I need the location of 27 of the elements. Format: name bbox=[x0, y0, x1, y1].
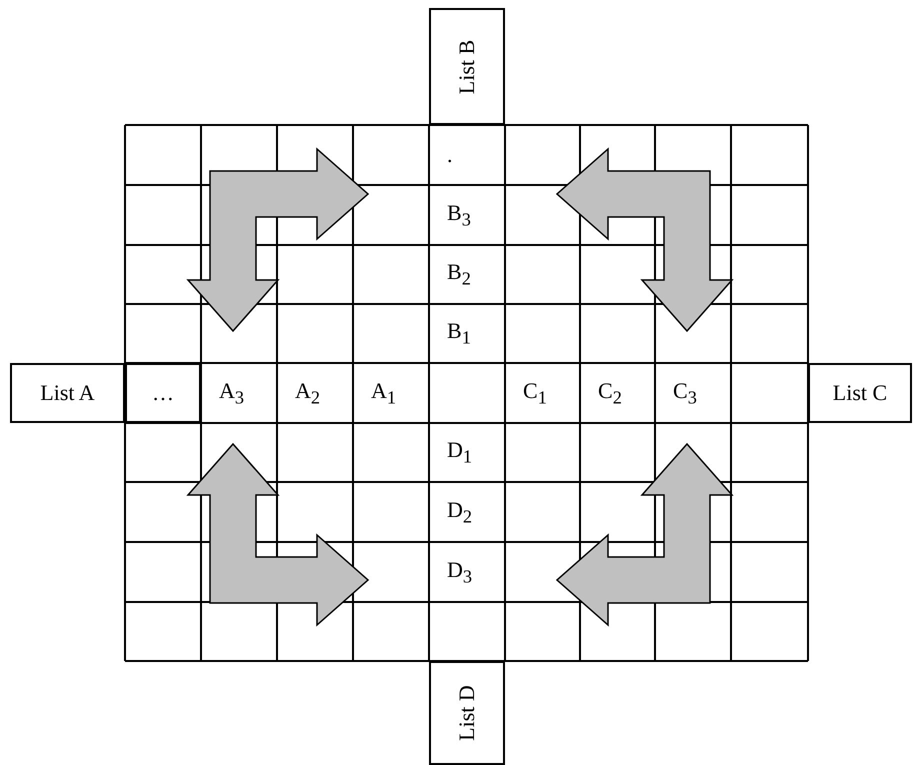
cell-text: List D bbox=[454, 685, 480, 741]
cell-text: List B bbox=[454, 39, 480, 94]
cell-text: B$_{1}$ bbox=[447, 318, 471, 349]
cell-text: … bbox=[152, 380, 174, 406]
bent-double-arrow bbox=[556, 442, 734, 627]
cell-text: B$_{3}$ bbox=[447, 200, 471, 230]
cell-text: A$_{1}$ bbox=[371, 378, 396, 408]
cell-text: List C bbox=[832, 380, 888, 406]
list-box bbox=[10, 363, 125, 423]
cell-text: D$_{1}$ bbox=[447, 437, 472, 468]
bent-double-arrow bbox=[186, 442, 370, 627]
cell-text: A$_{2}$ bbox=[295, 378, 320, 408]
cell-text: C$_{3}$ bbox=[673, 378, 697, 408]
cell-text: D$_{2}$ bbox=[447, 496, 472, 528]
cell-text: A$_{3}$ bbox=[219, 378, 244, 408]
list-box bbox=[429, 661, 505, 765]
list-box bbox=[125, 363, 201, 423]
bent-double-arrow bbox=[556, 147, 734, 332]
cell-text: List A bbox=[40, 380, 95, 406]
cell-text: D$_{3}$ bbox=[447, 556, 472, 588]
cell-text: . bbox=[447, 142, 452, 168]
cell-text: B$_{2}$ bbox=[447, 259, 471, 290]
bent-double-arrow bbox=[186, 147, 370, 332]
list-box bbox=[429, 8, 505, 125]
cell-text: C$_{1}$ bbox=[523, 378, 547, 408]
list-box bbox=[808, 363, 912, 423]
cell-text: C$_{2}$ bbox=[598, 378, 622, 408]
